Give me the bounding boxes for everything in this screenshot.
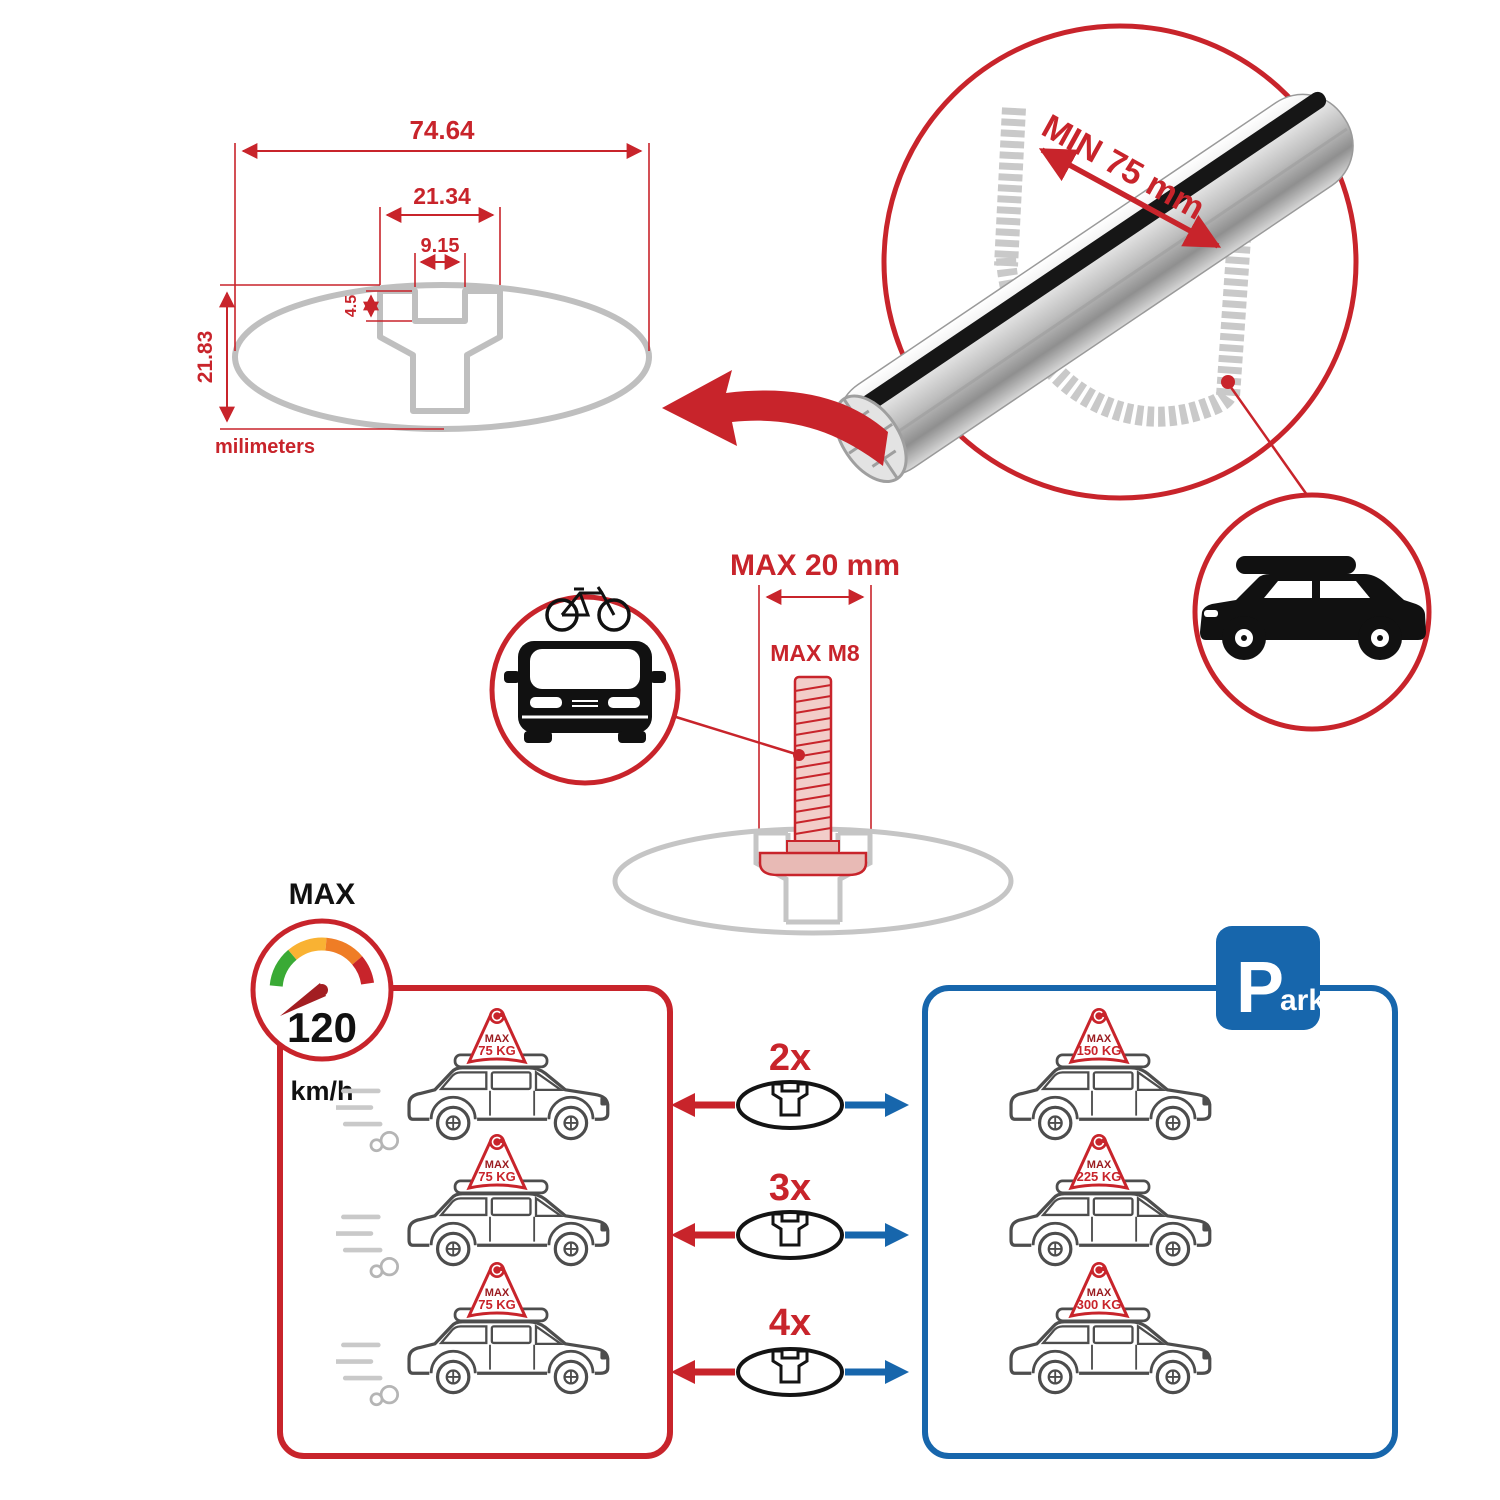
dim-channel-width: 21.34 <box>413 183 471 209</box>
dim-slot-width: 9.15 <box>421 235 460 257</box>
load-label: MAX <box>1087 1033 1112 1045</box>
pointer-arrow <box>662 370 888 466</box>
bolt-callout-line <box>675 715 800 757</box>
load-marker: MAX 75 KG <box>466 1134 528 1191</box>
arrow-left-red <box>671 1093 695 1117</box>
bolt-callout-dot <box>793 749 805 761</box>
min-span-arrow <box>1038 147 1222 249</box>
t-bolt <box>758 675 868 877</box>
slot-profile-gray <box>612 826 1014 936</box>
load-label: MAX <box>485 1033 510 1045</box>
bolt-dimension-lines <box>758 585 872 863</box>
dim-slot-depth: 4.5 <box>343 295 360 317</box>
load-marker: MAX 150 KG <box>1068 1008 1130 1065</box>
load-value: 150 KG <box>1077 1043 1122 1058</box>
load-label: MAX <box>485 1159 510 1171</box>
load-value: 225 KG <box>1077 1169 1122 1184</box>
parking-sign: P ark <box>1216 926 1325 1030</box>
dim-total-width: 74.64 <box>409 115 475 145</box>
arrow-left-red <box>671 1223 695 1247</box>
parked-cars: MAX 150 KG MAX 225 KG MAX 300 KG <box>1009 1008 1212 1398</box>
callout-line <box>1228 385 1314 503</box>
load-marker: MAX 300 KG <box>1068 1262 1130 1319</box>
load-label: MAX <box>1087 1287 1112 1299</box>
bar-ellipse-icon <box>736 1347 844 1397</box>
dim-height: 21.83 <box>194 331 217 384</box>
bolt-max-width-label: MAX 20 mm <box>730 549 900 582</box>
cross-section-diagram: 74.64 21.34 9.15 4.5 21.83 milimeters <box>194 115 652 458</box>
load-icon <box>1091 1262 1107 1278</box>
bolt-t-head <box>758 851 868 877</box>
bolt-spec-diagram: MAX 20 mm MAX M8 <box>489 549 1014 936</box>
arrow-right-blue <box>885 1093 909 1117</box>
usage-panels: P ark MAX 120 km/h 2x <box>250 878 1398 1459</box>
load-label: MAX <box>1087 1159 1112 1171</box>
load-value: 75 KG <box>478 1169 516 1184</box>
arrow-right-blue <box>885 1223 909 1247</box>
arrow-left-red <box>671 1360 695 1384</box>
bicycle-icon <box>545 586 631 632</box>
bar-profile-outline <box>232 282 652 432</box>
units-label: milimeters <box>215 436 315 458</box>
car-front-icon <box>504 641 666 743</box>
load-icon <box>1091 1134 1107 1150</box>
bar-detail-view: MIN 75 mm <box>662 23 1432 732</box>
parking-sign-suffix: ark <box>1280 984 1325 1017</box>
multiplier-label-3: 4x <box>769 1302 811 1344</box>
multiplier-label-2: 3x <box>769 1167 811 1209</box>
multiplier-rows: 2x 3x 4x <box>671 1037 909 1397</box>
speedometer: MAX 120 km/h <box>250 878 394 1106</box>
gauge-arcs <box>269 937 375 987</box>
load-label: MAX <box>485 1287 510 1299</box>
speed-max-label: MAX <box>289 878 356 911</box>
parking-sign-letter: P <box>1236 948 1284 1028</box>
gauge-needle <box>280 983 326 1016</box>
suv-with-roofbox-icon <box>1200 556 1426 660</box>
arrow-right-blue <box>885 1360 909 1384</box>
dimension-lines <box>219 143 650 430</box>
load-value: 75 KG <box>478 1297 516 1312</box>
load-marker: MAX 75 KG <box>466 1008 528 1065</box>
multiplier-label-1: 2x <box>769 1037 811 1079</box>
load-icon <box>489 1008 505 1024</box>
load-value: 300 KG <box>1077 1297 1122 1312</box>
bolt-threads <box>794 684 832 835</box>
callout-dot <box>1221 375 1235 389</box>
load-marker: MAX 225 KG <box>1068 1134 1130 1191</box>
load-marker: MAX 75 KG <box>466 1262 528 1319</box>
load-icon <box>1091 1008 1107 1024</box>
bar-ellipse-icon <box>736 1210 844 1260</box>
bar-ellipse-icon <box>736 1080 844 1130</box>
load-value: 75 KG <box>478 1043 516 1058</box>
driving-cars: MAX 75 KG MAX 75 KG MAX 75 KG <box>336 1008 610 1405</box>
load-icon <box>489 1134 505 1150</box>
dimension-labels: 74.64 21.34 9.15 4.5 21.83 milimeters <box>194 115 475 458</box>
load-icon <box>489 1262 505 1278</box>
bolt-max-thread-label: MAX M8 <box>770 640 860 666</box>
speed-value: 120 <box>287 1004 357 1051</box>
